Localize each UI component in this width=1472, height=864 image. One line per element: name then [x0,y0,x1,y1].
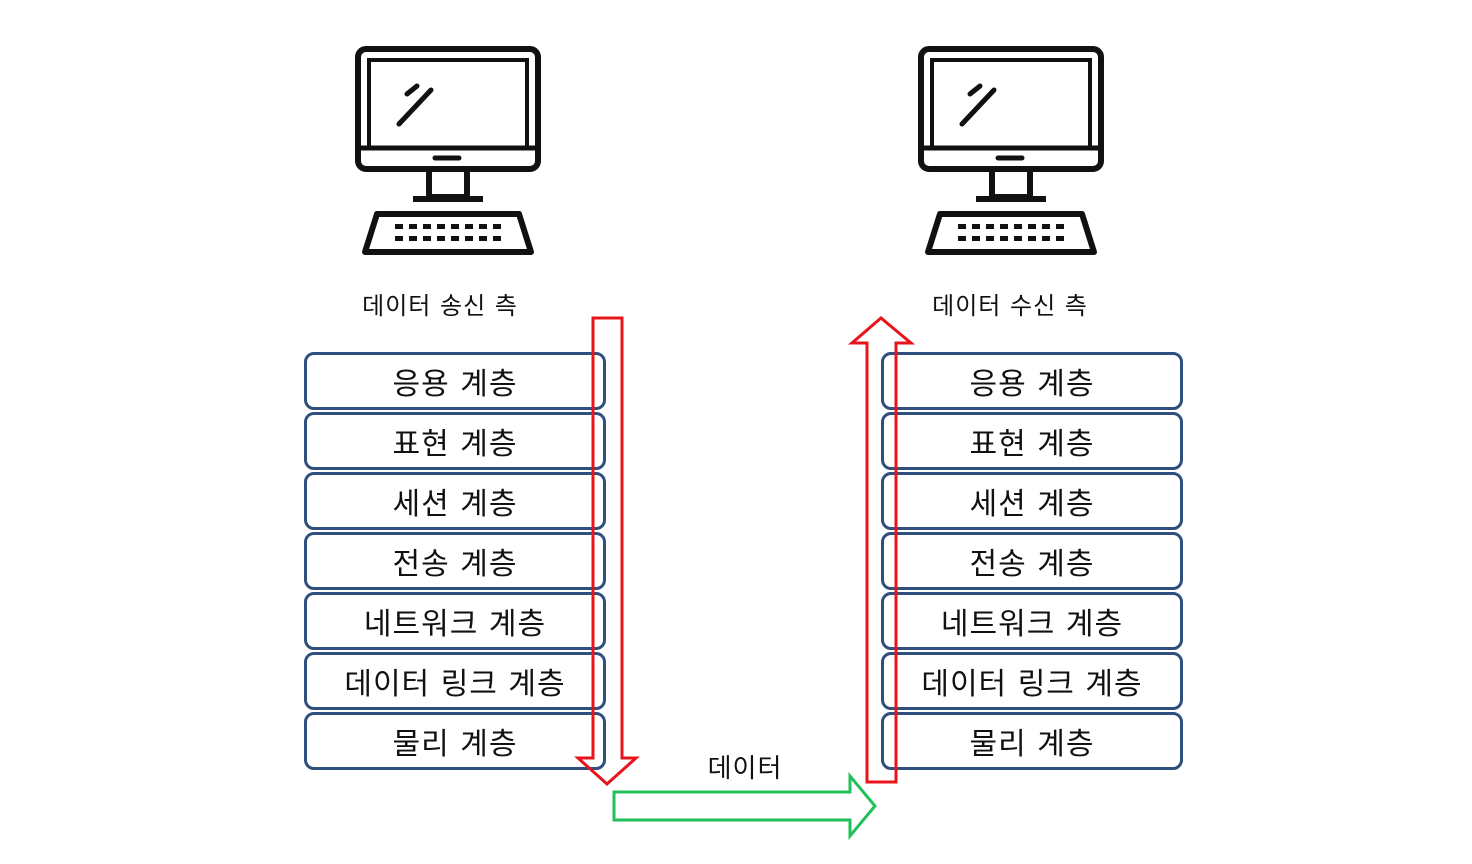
sender-layer-stack: 응용 계층 표현 계층 세션 계층 전송 계층 네트워크 계층 데이터 링크 계… [304,352,606,772]
receiver-layer-physical: 물리 계층 [881,712,1183,770]
sender-layer-application: 응용 계층 [304,352,606,410]
receiver-layer-presentation: 표현 계층 [881,412,1183,470]
receiver-layer-application: 응용 계층 [881,352,1183,410]
sender-layer-session: 세션 계층 [304,472,606,530]
sender-layer-presentation: 표현 계층 [304,412,606,470]
receiver-layer-network: 네트워크 계층 [881,592,1183,650]
receiver-label: 데이터 수신 측 [932,292,1088,320]
sender-computer-icon [355,46,541,255]
receiver-layer-data-link: 데이터 링크 계층 [881,652,1183,710]
sender-layer-data-link: 데이터 링크 계층 [304,652,606,710]
receiver-layer-session: 세션 계층 [881,472,1183,530]
receiver-layer-transport: 전송 계층 [881,532,1183,590]
transfer-label: 데이터 [707,754,783,784]
receiver-layer-stack: 응용 계층 표현 계층 세션 계층 전송 계층 네트워크 계층 데이터 링크 계… [881,352,1183,772]
receiver-computer-icon [918,46,1104,255]
sender-label: 데이터 송신 측 [362,292,518,320]
sender-layer-transport: 전송 계층 [304,532,606,590]
transfer-arrow [612,771,877,841]
sender-layer-network: 네트워크 계층 [304,592,606,650]
sender-layer-physical: 물리 계층 [304,712,606,770]
